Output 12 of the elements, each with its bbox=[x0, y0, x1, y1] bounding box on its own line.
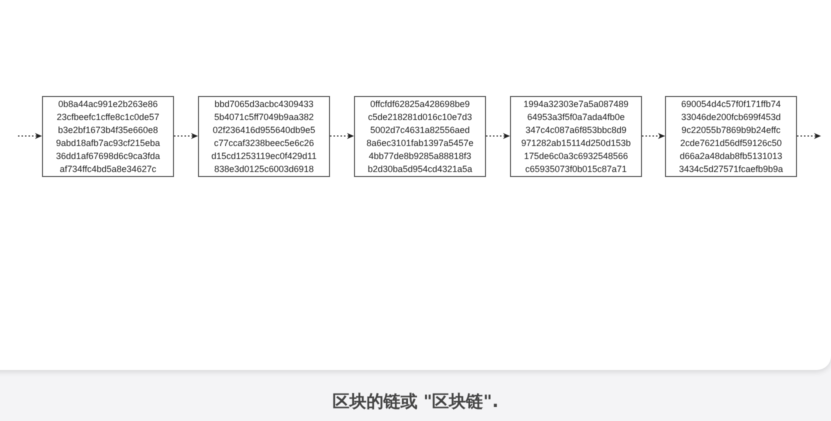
arrow bbox=[330, 133, 354, 139]
caption: 区块的链或 "区块链". bbox=[331, 391, 500, 413]
arrow bbox=[796, 133, 822, 139]
arrow bbox=[486, 133, 510, 139]
arrow bbox=[18, 133, 42, 139]
arrow bbox=[642, 133, 666, 139]
block-box: 0ffcfdf62825a428698be9 c5de218281d016c10e7d3 5002d7c4631a82556aed 8a6ec3101fab1397a5457e 4bb77de8b9285a88818f3 b2d30ba5d954cd4321a5a bbox=[354, 96, 486, 177]
block-box: bbd7065d3acbc4309433 5b4071c5ff7049b9aa382 02f236416d955640db9e5 c77ccaf3238beec5e6c26 d15cd1253119ec0f429d11 838e3d0125c6003d6918 bbox=[198, 96, 330, 177]
block-box: 0b8a44ac991e2b263e86 23cfbeefc1cffe8c1c0de57 b3e2bf1673b4f35e660e8 9abd18afb7ac93cf215eba 36dd1af67698d6c9ca3fda af734ffc4bd5a8e34627c bbox=[42, 96, 174, 177]
arrow bbox=[174, 133, 198, 139]
block-box: 690054d4c57f0f171ffb74 33046de200fcb699f453d 9c22055b7869b9b24effc 2cde7621d56df59126c50 d66a2a48dab8fb5131013 3434c5d27571fcaefb9b9a bbox=[665, 96, 797, 177]
block-box: 1994a32303e7a5a087489 64953a3f5f0a7ada4fb0e 347c4c087a6f853bbc8d9 971282ab15114d250d153b 175de6c0a3c6932548566 c65935073f0b015c87a71 bbox=[510, 96, 642, 177]
